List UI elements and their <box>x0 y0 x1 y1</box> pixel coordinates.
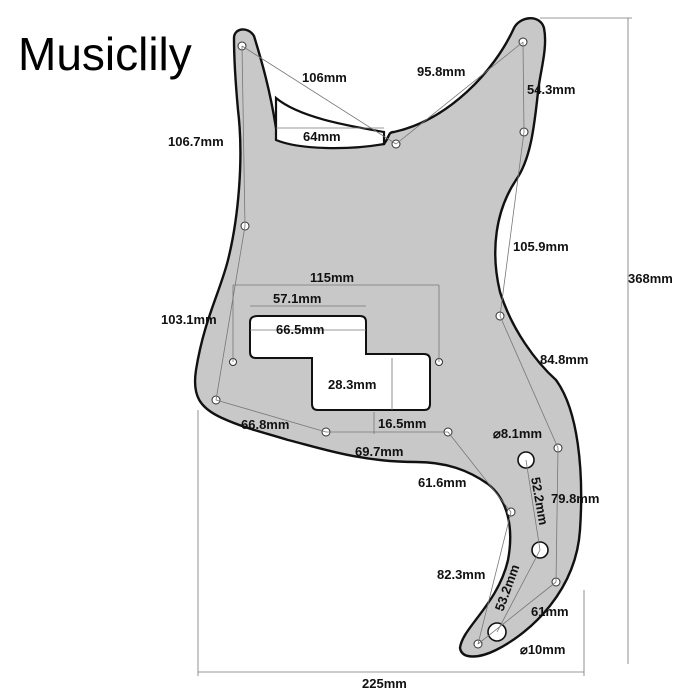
dim-tail-curve: 82.3mm <box>437 567 485 582</box>
dim-gap-small: 16.5mm <box>378 416 426 431</box>
pickup-route <box>249 315 431 411</box>
pickguard-outline <box>193 17 583 658</box>
neck-pocket <box>274 95 386 150</box>
dim-right-bottom: 79.8mm <box>551 491 599 506</box>
dim-left-upper: 106.7mm <box>168 134 224 149</box>
dim-right-upper: 54.3mm <box>527 82 575 97</box>
dim-pickup-span: 115mm <box>310 270 354 285</box>
dim-lower-curve: 61.6mm <box>418 475 466 490</box>
brand-title: Musiclily <box>18 28 192 80</box>
dim-left-lower: 103.1mm <box>161 312 217 327</box>
dim-pickup-height: 28.3mm <box>328 377 376 392</box>
dimension-lines <box>197 17 632 676</box>
dim-bottom-span: 69.7mm <box>355 444 403 459</box>
dim-pickup-offset: 57.1mm <box>273 291 321 306</box>
dim-lower-left-span: 66.8mm <box>241 417 289 432</box>
dim-horn-left: 106mm <box>302 70 347 85</box>
dim-pickup-length: 66.5mm <box>276 322 324 337</box>
dim-control-hole-2: ⌀10mm <box>520 642 565 657</box>
dim-tail-span: 61mm <box>531 604 569 619</box>
dim-control-hole-1: ⌀8.1mm <box>493 426 542 441</box>
dim-right-lower: 84.8mm <box>540 352 588 367</box>
dim-overall-width: 225mm <box>362 676 407 691</box>
dim-horn-right: 95.8mm <box>417 64 465 79</box>
dim-overall-height: 368mm <box>628 271 673 286</box>
dim-right-mid: 105.9mm <box>513 239 569 254</box>
dim-neck-pocket: 64mm <box>303 129 341 144</box>
